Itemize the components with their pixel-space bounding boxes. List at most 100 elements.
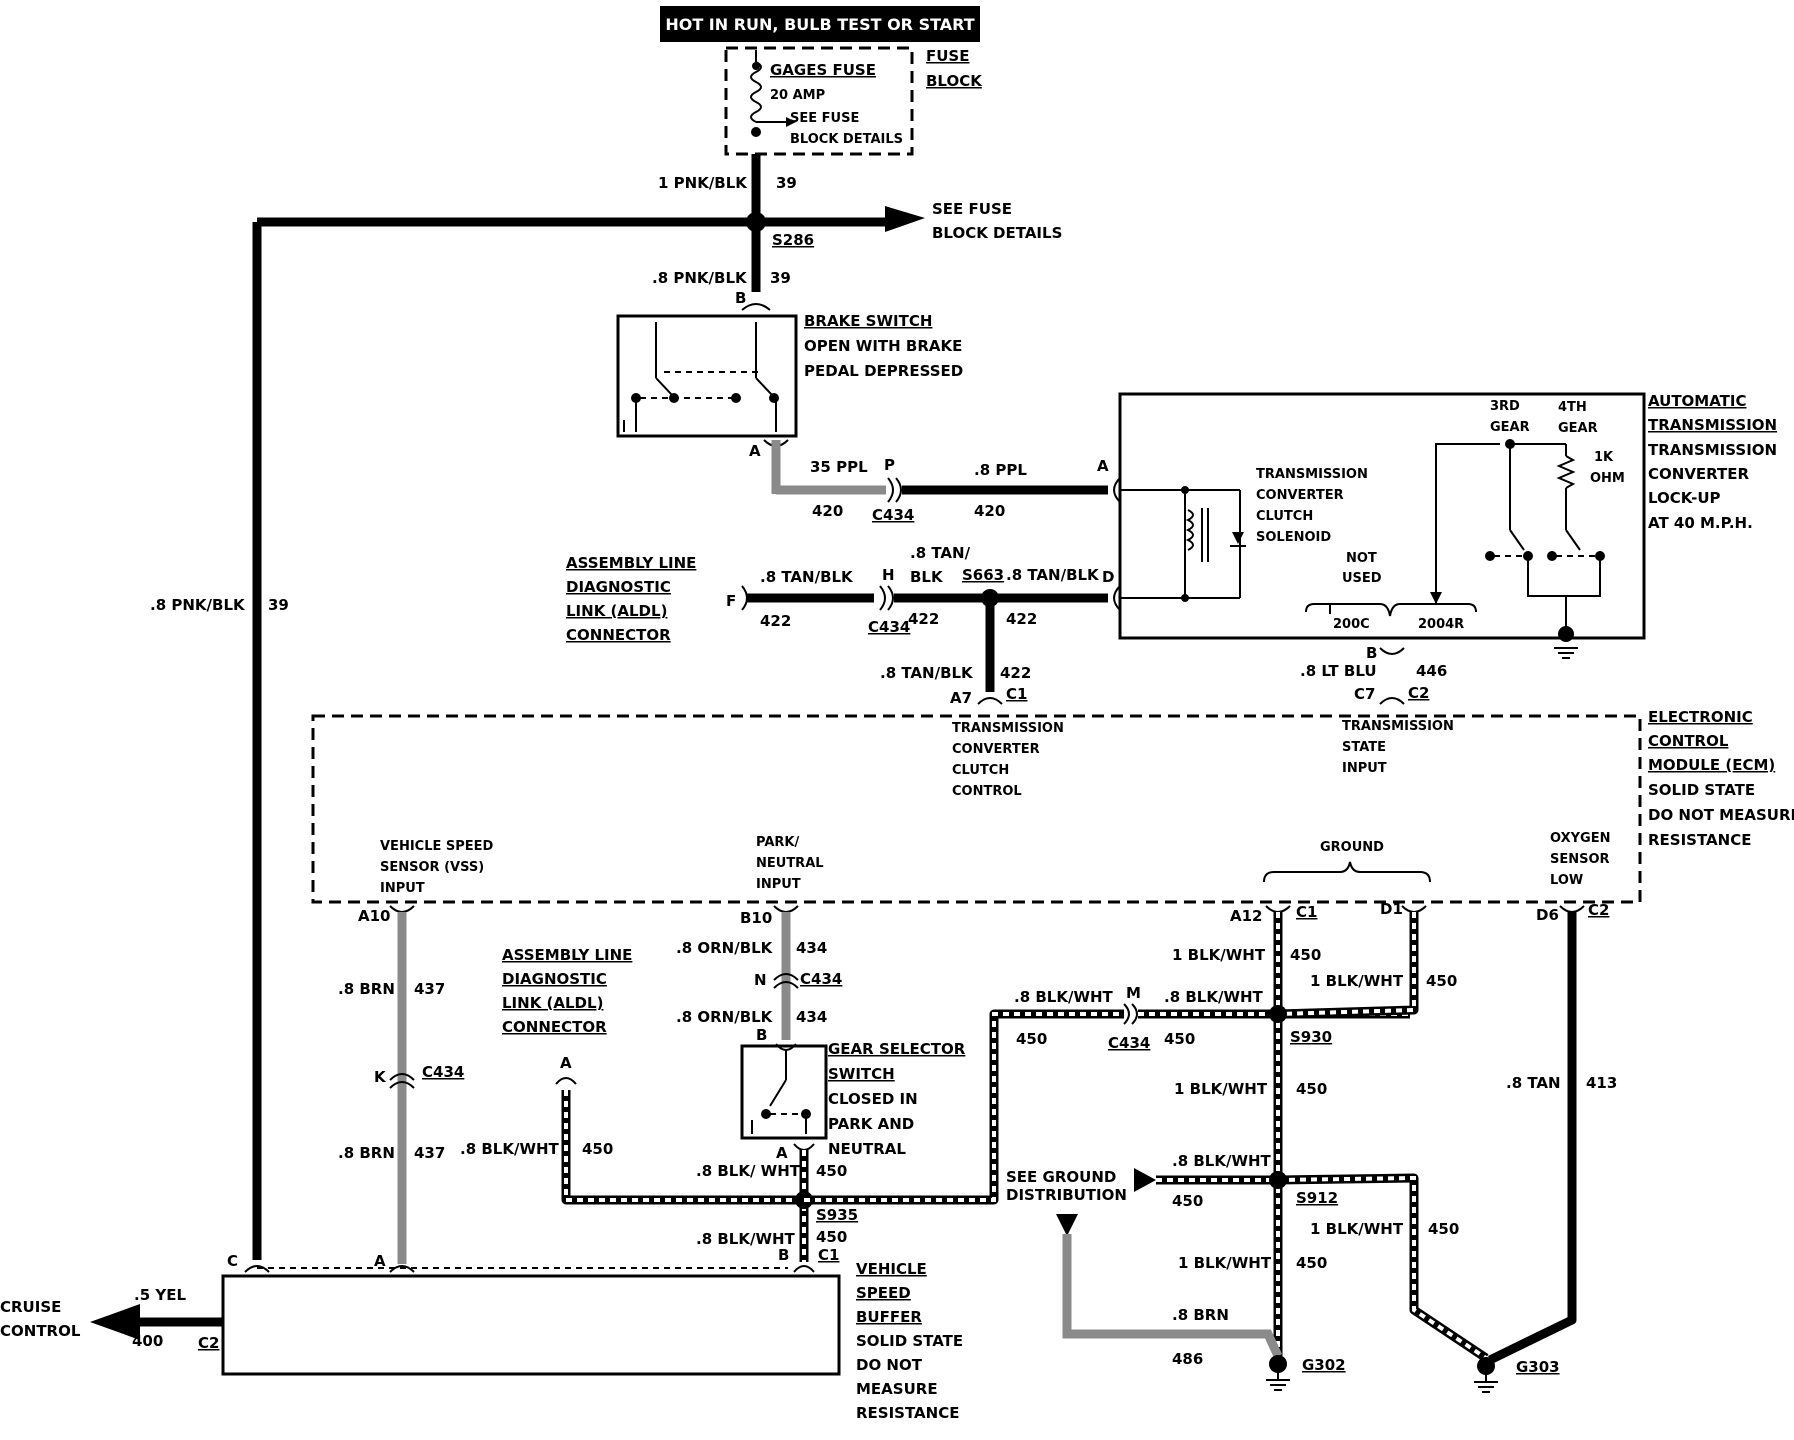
ecm-tcc-3: CLUTCH <box>952 763 1009 778</box>
gs-label-2: SWITCH <box>828 1065 895 1083</box>
ecm-pin-a12: A12 <box>1230 907 1262 925</box>
ecm-pn-3: INPUT <box>756 877 801 892</box>
wire-450-c1-circuit: 450 <box>1290 946 1321 964</box>
wire-450-buf-circuit: 450 <box>816 1228 847 1246</box>
solenoid-label-2: CONVERTER <box>1256 488 1344 503</box>
ecm-label-4: SOLID STATE <box>1648 781 1755 799</box>
wire-422-d-label: .8 TAN/BLK <box>1006 566 1100 584</box>
gs-label-1: GEAR SELECTOR <box>828 1040 966 1058</box>
ecm-ground: GROUND <box>1320 840 1384 855</box>
cruise-arrow-icon <box>90 1304 140 1340</box>
gear-4th-1: 4TH <box>1558 400 1587 415</box>
aldl2-label-2: DIAGNOSTIC <box>502 970 607 988</box>
ecm-vss-3: INPUT <box>380 881 425 896</box>
ecm-label-6: RESISTANCE <box>1648 831 1751 849</box>
wire-420-a-circuit: 420 <box>812 502 843 520</box>
fuse-block-box <box>724 46 914 156</box>
auto-trans-label-2: TRANSMISSION <box>1648 416 1777 434</box>
c434-pin-m: M <box>1126 984 1141 1002</box>
fuse-block-label-2: BLOCK <box>926 72 983 90</box>
splice-s912 <box>1269 1171 1287 1189</box>
ecm-pn-2: NEUTRAL <box>756 856 824 871</box>
ecm-tcc-1: TRANSMISSION <box>952 721 1064 736</box>
fuse-name: GAGES FUSE <box>770 61 876 79</box>
buffer-label-3: BUFFER <box>856 1308 922 1326</box>
solenoid-label-4: SOLENOID <box>1256 530 1331 545</box>
resistor-1k-icon <box>1556 455 1576 489</box>
c434-pin-n: N <box>754 971 767 989</box>
buffer-label-2: SPEED <box>856 1284 911 1302</box>
wire-450-buf-label: .8 BLK/WHT <box>696 1230 796 1248</box>
aldl2-pin-a: A <box>560 1054 572 1072</box>
wire-450-s912r-circuit: 450 <box>1428 1220 1459 1238</box>
fuse-rating: 20 AMP <box>770 88 825 103</box>
brake-pin-a: A <box>749 442 761 460</box>
c434-label-m: C434 <box>1108 1034 1150 1052</box>
auto-trans-label-4: CONVERTER <box>1648 465 1750 483</box>
splice-s912-label: S912 <box>1296 1189 1338 1207</box>
gs-label-4: PARK AND <box>828 1115 914 1133</box>
see-fuse-right-2: BLOCK DETAILS <box>932 224 1062 242</box>
ecm-pin-c7: C7 <box>1354 685 1375 703</box>
ecm-tcc-4: CONTROL <box>952 784 1022 799</box>
ground-dist-1: SEE GROUND <box>1006 1168 1116 1186</box>
buffer-label-1: VEHICLE <box>856 1260 927 1278</box>
gs-pin-b: B <box>756 1026 767 1044</box>
ground-g302-label: G302 <box>1302 1356 1346 1374</box>
c434-m-connector-icon <box>1123 1003 1130 1025</box>
gear-selector-contacts-icon <box>751 1050 811 1134</box>
wire-450-m-circuit-r: 450 <box>1164 1030 1195 1048</box>
c434-label-434: C434 <box>800 970 842 988</box>
splice-s935-label: S935 <box>816 1206 858 1224</box>
wire-420-b-label: .8 PPL <box>974 461 1027 479</box>
aldl1-label-3: LINK (ALDL) <box>566 602 667 620</box>
buffer-pin-a: A <box>374 1252 386 1270</box>
aldl1-label-1: ASSEMBLY LINE <box>566 554 696 572</box>
wire-450-aldl-label: .8 BLK/WHT <box>460 1140 560 1158</box>
ecm-o2-1: OXYGEN <box>1550 831 1610 846</box>
c434-k-connector-icon <box>389 1073 415 1081</box>
aldl1-pin-f: F <box>726 592 736 610</box>
auto-trans-label-3: TRANSMISSION <box>1648 441 1777 459</box>
splice-s930 <box>1269 1005 1287 1023</box>
brake-connector-b-icon <box>741 303 771 311</box>
wire-486 <box>1062 1234 1283 1358</box>
splice-s663-label: S663 <box>962 566 1004 584</box>
aldl2-label-3: LINK (ALDL) <box>502 994 603 1012</box>
gear-selector-box <box>740 1044 828 1140</box>
auto-trans-label-6: AT 40 M.P.H. <box>1648 514 1753 532</box>
model-brace-icon <box>1305 603 1477 617</box>
ecm-tsi-2: STATE <box>1342 740 1386 755</box>
wire-422-a-circuit: 422 <box>760 612 791 630</box>
auto-trans-label-5: LOCK-UP <box>1648 489 1721 507</box>
ecm-tsi-1: TRANSMISSION <box>1342 719 1454 734</box>
wire-400-circuit: 400 <box>132 1332 163 1350</box>
gear-switches-icon <box>1430 439 1605 659</box>
ecm-pin-d6: D6 <box>1536 906 1559 924</box>
ecm-label-5: DO NOT MEASURE <box>1648 806 1794 824</box>
aldl2-label-1: ASSEMBLY LINE <box>502 946 632 964</box>
wire-437-b-label: .8 BRN <box>338 1144 395 1162</box>
aldl1-label-2: DIAGNOSTIC <box>566 578 671 596</box>
auto-trans-label-1: AUTOMATIC <box>1648 392 1747 410</box>
not-used-1: NOT <box>1346 551 1377 566</box>
buffer-pin-c: C <box>227 1252 238 1270</box>
tcc-solenoid-icon <box>1120 486 1246 602</box>
ohm-2: OHM <box>1590 471 1625 486</box>
auto-trans-pin-d: D <box>1102 568 1114 586</box>
see-fuse-right-arrow-icon <box>885 206 925 232</box>
wire-420-b-circuit: 420 <box>974 502 1005 520</box>
not-used-2: USED <box>1342 571 1382 586</box>
brake-label-3: PEDAL DEPRESSED <box>804 362 963 380</box>
ecm-label-1: ELECTRONIC <box>1648 708 1753 726</box>
brake-pin-b: B <box>735 289 746 307</box>
ecm-vss-2: SENSOR (VSS) <box>380 860 484 875</box>
wire-39-top-label: 1 PNK/BLK <box>658 174 748 192</box>
wire-422-b-label-1: .8 TAN/ <box>910 544 971 562</box>
vss-buffer-box <box>221 1274 841 1376</box>
fuse-icon <box>750 61 762 123</box>
wire-450-d1-label: 1 BLK/WHT <box>1310 972 1404 990</box>
gear-4th-2: GEAR <box>1558 421 1598 436</box>
gear-3rd-1: 3RD <box>1490 399 1520 414</box>
wire-413-circuit: 413 <box>1586 1074 1617 1092</box>
